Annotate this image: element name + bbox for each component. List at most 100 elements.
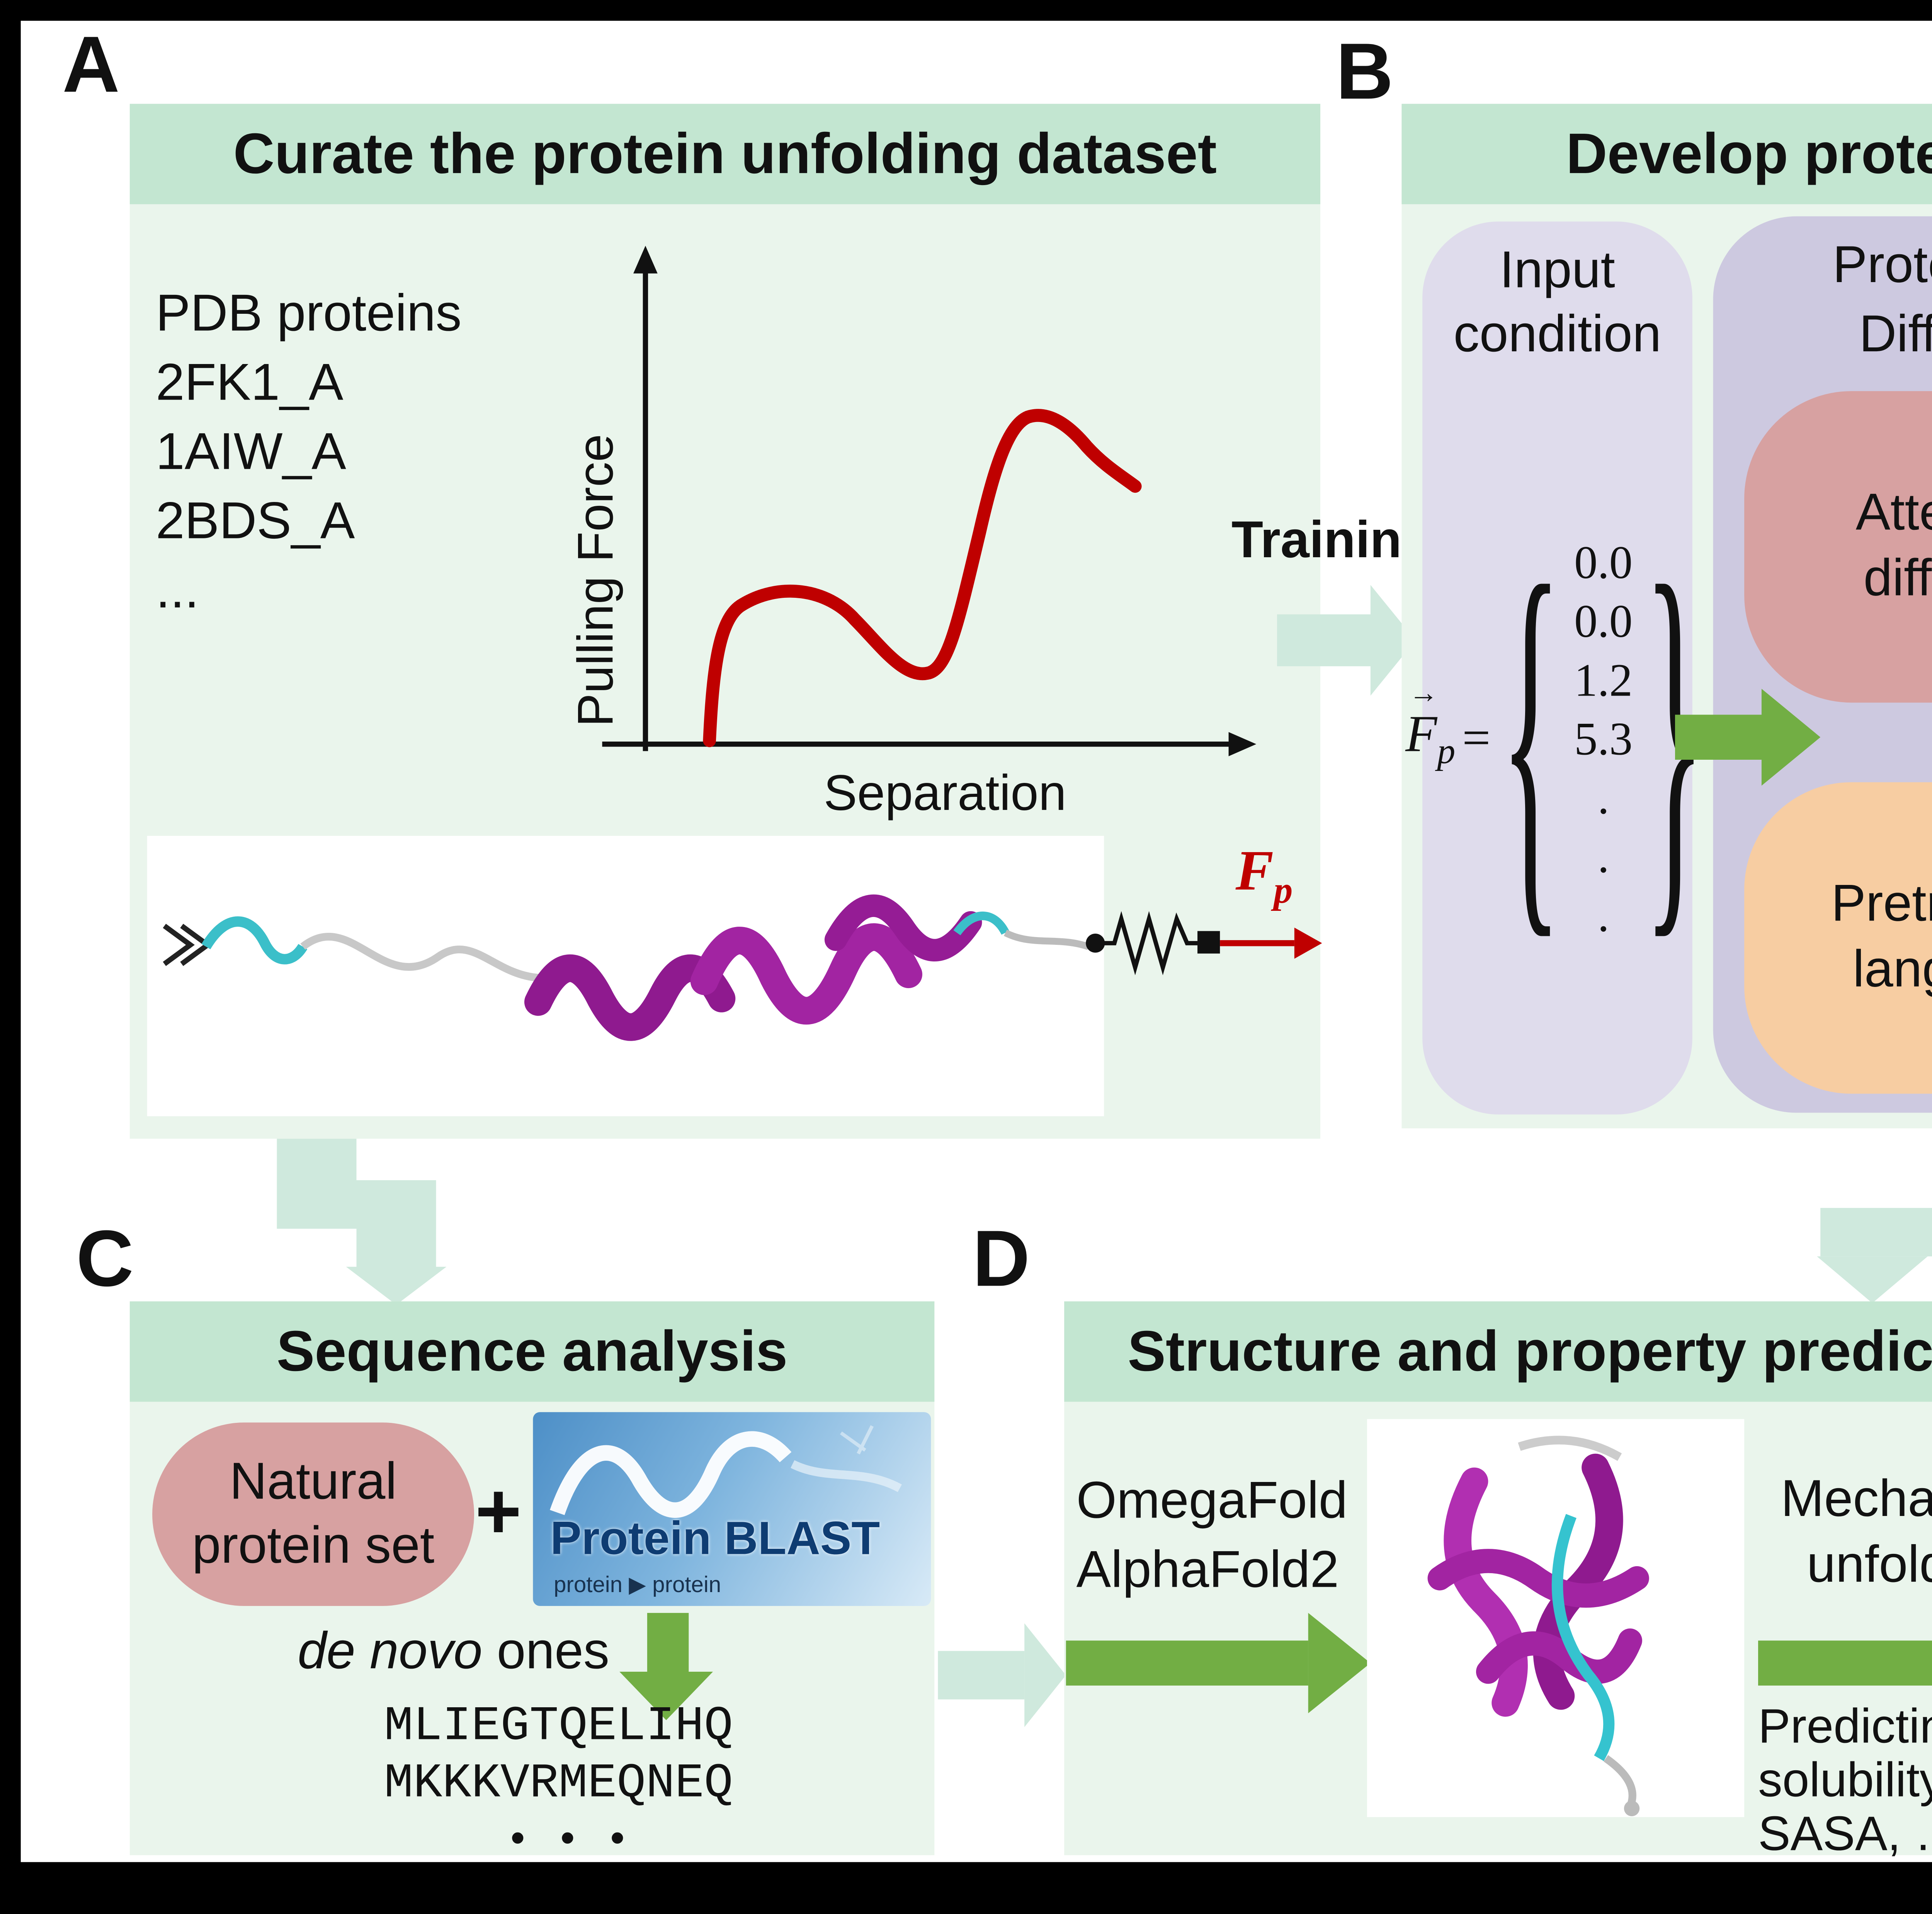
force-symbol: F [1235,841,1274,903]
mechanical-unfolding-label: Mechanical unfolding [1751,1468,1932,1599]
sequence-ellipsis: • • • [505,1819,630,1866]
mechanical-line: unfolding [1806,1536,1932,1594]
pretrained-lm-box: Pretrained protein language model [1744,782,1932,1094]
mechanical-line: Mechanical [1781,1471,1932,1528]
generated-sequences: MLIEGTQELIHQ MKKKVRMEQNEQ • • • [384,1700,733,1871]
blast-subtitle: protein ▶ protein [554,1571,721,1598]
panel-c-letter: C [76,1213,134,1303]
protein-blast-logo: Protein BLAST protein ▶ protein [533,1412,931,1606]
pulling-force-label: Fp [1236,841,1293,913]
force-subscript: p [1274,868,1293,912]
predict-line: solubility, [1758,1753,1932,1807]
grey-coil [1518,1436,1622,1461]
pdb-list-line: 2BDS_A [156,493,355,551]
arrow-to-testing-icon [1758,1640,1932,1686]
grey-tail [1003,929,1090,950]
pdb-list-line: 1AIW_A [156,424,346,481]
attention-line: diffusion model [1863,550,1932,607]
purple-helix [524,954,736,1041]
tool-name: AlphaFold2 [1076,1542,1339,1599]
vector-value: . [1597,889,1609,942]
attention-diffusion-box: Attention-based diffusion model [1744,391,1932,703]
spring-icon [1104,911,1197,975]
arrow-input-to-model-icon [1675,689,1821,786]
y-axis-arrowhead-icon [633,245,658,274]
purple-helix [690,923,922,1025]
pulling-force-arrow [1220,927,1322,959]
predict-line: Predicting [1758,1699,1932,1753]
pdb-list-line: 2FK1_A [156,355,344,412]
pdb-protein-list: PDB proteins 2FK1_A 1AIW_A 2BDS_A ... [156,280,462,626]
sequence-line: MKKKVRMEQNEQ [384,1758,733,1812]
purple-helix [1444,1467,1528,1717]
force-separation-plot: Pulling Force Separation [568,245,1257,821]
pdb-list-line: PDB proteins [156,285,462,343]
training-flow-arrow-icon [1277,585,1416,696]
panel-c-title: Sequence analysis [129,1301,935,1402]
natural-set-line: Natural [230,1453,397,1511]
plus-sign: + [475,1466,522,1556]
panel-d-letter: D [972,1213,1030,1303]
input-condition-box [1422,221,1692,1115]
predicted-structure-image [1367,1419,1745,1817]
force-vector-expression: →Fp = { 0.0 0.0 1.2 5.3 . . . } [1405,505,1706,973]
predicting-properties-label: Predicting solubility, SASA, … [1758,1700,1932,1860]
de-novo-rest: ones [482,1623,610,1681]
purple-helix [1476,1628,1642,1684]
y-axis-label: Pulling Force [568,434,623,727]
vector-value: . [1597,830,1609,883]
arrow-to-structure-icon [1066,1613,1371,1713]
grey-coil [300,933,539,982]
protein-cartoon-d [1427,1436,1649,1816]
input-title-line: Input [1500,242,1615,299]
attachment-dot [1086,934,1105,953]
vector-value: 1.2 [1574,654,1633,706]
cyan-coil [953,911,1009,936]
vector-value: 0.0 [1574,536,1633,589]
model-title-line: Protein Language [1832,237,1932,294]
connector-a-to-c-icon [277,1138,447,1305]
panel-b-letter: B [1336,26,1394,116]
pretrained-line: language model [1853,941,1932,999]
model-title-line: Diffusion Model [1859,306,1932,364]
clamp-icon [163,924,212,966]
protein-cartoon-a [163,894,1090,1041]
vector-value: . [1597,772,1609,824]
de-novo-italic: de novo [298,1623,483,1681]
predict-line: SASA, … [1758,1807,1932,1861]
de-novo-arrow-icon [619,1613,713,1720]
blast-ribbon-icon [549,1425,902,1518]
equals-sign: = [1462,710,1491,766]
force-arrow-head-icon [1294,927,1322,959]
de-novo-label: de novo ones [298,1623,609,1682]
purple-helix [1427,1549,1649,1608]
pretrained-line: Pretrained protein [1831,876,1932,933]
panel-d-title: Structure and property prediction, mecha… [1064,1301,1932,1402]
purple-helix [824,894,982,961]
attention-line: Attention-based [1855,484,1932,542]
unfolding-force-curve [703,409,1142,747]
natural-protein-set-blob: Natural protein set [152,1422,474,1606]
input-condition-title: Input condition [1422,239,1692,367]
vector-value: 0.0 [1574,595,1633,647]
connector-b-to-d-icon [1817,1208,1932,1303]
folding-tools-label: OmegaFold AlphaFold2 [1077,1468,1348,1606]
tool-name: OmegaFold [1076,1473,1348,1530]
connector-c-to-d-icon [938,1623,1066,1727]
x-axis-arrowhead-icon [1228,732,1257,757]
panel-b-title: Develop protein generative model [1401,104,1932,204]
training-label: Training [1231,512,1434,570]
input-title-line: condition [1453,306,1662,364]
blast-title: Protein BLAST [550,1512,880,1565]
diffusion-model-title: Protein Language Diffusion Model [1716,232,1932,370]
vector-value: 5.3 [1574,713,1633,765]
natural-set-line: protein set [192,1518,435,1575]
vector-subscript: p [1437,729,1456,771]
vector-arrow-icon: → [1409,675,1439,709]
handle-square [1197,931,1220,954]
panel-a-letter: A [62,19,120,109]
cyan-coil [201,916,308,965]
x-axis-label: Separation [824,764,1066,821]
pdb-list-line: ... [156,562,199,620]
